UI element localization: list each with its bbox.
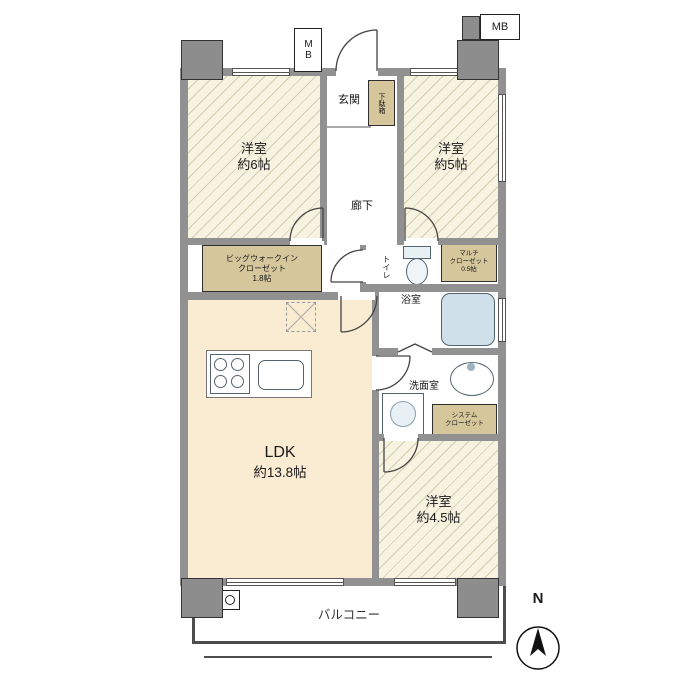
washer-drum-icon bbox=[390, 401, 416, 427]
wic-label-line1: ビッグウォークイン bbox=[226, 253, 298, 263]
door-opening bbox=[336, 68, 378, 76]
multi-closet-line1: マルチ bbox=[459, 249, 479, 257]
door-opening bbox=[338, 292, 375, 300]
compass-north-label: N bbox=[528, 590, 548, 608]
system-closet: システム クローゼット bbox=[432, 404, 497, 436]
room-bedroom-4-5-floor bbox=[379, 441, 498, 578]
wall-segment bbox=[379, 434, 498, 441]
wall-segment bbox=[379, 348, 498, 355]
balcony-wall bbox=[192, 641, 506, 644]
kitchen-sink-icon bbox=[258, 360, 304, 390]
balcony-edge-line bbox=[204, 656, 492, 658]
ldk-name: LDK bbox=[264, 443, 296, 461]
room-label-ldk: LDK 約13.8帖 bbox=[188, 420, 372, 504]
pillar bbox=[462, 16, 480, 40]
stove-burner-icon bbox=[214, 375, 227, 388]
refrigerator-space bbox=[286, 302, 316, 332]
window bbox=[232, 68, 290, 76]
shoe-box: 下駄箱 bbox=[368, 80, 395, 126]
balcony-name: バルコニー bbox=[317, 607, 381, 622]
door-opening bbox=[290, 238, 324, 245]
room-label-hallway: 廊下 bbox=[327, 199, 397, 215]
circle-symbol-icon bbox=[225, 595, 235, 605]
stove-burner-icon bbox=[231, 358, 244, 371]
north-letter: N bbox=[532, 590, 544, 607]
bedroom-4-5-size: 約4.5帖 bbox=[416, 509, 461, 525]
room-label-entrance: 玄関 bbox=[326, 93, 372, 109]
door-opening bbox=[384, 434, 418, 441]
room-label-toilet: トイレ bbox=[379, 245, 393, 289]
window bbox=[226, 578, 344, 586]
room-ldk-floor bbox=[188, 300, 372, 578]
bedroom-5-size: 約5帖 bbox=[434, 157, 468, 172]
room-bedroom-6-floor bbox=[188, 76, 320, 238]
system-closet-line2: クローゼット bbox=[445, 420, 484, 427]
ldk-size: 約13.8帖 bbox=[253, 465, 307, 480]
wall-segment bbox=[372, 292, 379, 578]
pillar bbox=[181, 578, 223, 618]
bedroom-5-name: 洋室 bbox=[437, 141, 464, 157]
room-label-balcony: バルコニー bbox=[192, 606, 506, 624]
entrance-door-arc bbox=[335, 29, 378, 72]
compass-icon bbox=[516, 626, 560, 670]
wall-segment bbox=[188, 292, 379, 300]
stove-burner-icon bbox=[214, 358, 227, 371]
wall-segment bbox=[188, 238, 327, 245]
big-walk-in-closet: ビッグウォークイン クローゼット 1.8帖 bbox=[202, 245, 322, 292]
wic-size: 1.8帖 bbox=[252, 273, 272, 283]
multi-closet-line2: クローゼット bbox=[449, 257, 489, 265]
bedroom-6-size: 約6帖 bbox=[237, 157, 271, 172]
window bbox=[498, 298, 506, 342]
wall-segment bbox=[180, 68, 188, 586]
multi-closet-size: 0.5帖 bbox=[461, 266, 477, 274]
stove-burner-icon bbox=[231, 375, 244, 388]
entrance-name: 玄関 bbox=[338, 94, 360, 107]
window bbox=[498, 94, 506, 182]
wall-segment bbox=[397, 76, 404, 245]
door-opening bbox=[404, 238, 438, 245]
bathroom-name: 浴室 bbox=[401, 294, 421, 306]
meter-box-top-label: MB bbox=[303, 39, 314, 61]
room-label-bedroom-4-5: 洋室 約4.5帖 bbox=[379, 441, 498, 578]
door-opening bbox=[360, 250, 366, 282]
wall-segment bbox=[360, 284, 498, 292]
bathtub-icon bbox=[441, 293, 495, 346]
pillar bbox=[457, 578, 499, 618]
washbasin-faucet-icon bbox=[467, 363, 475, 371]
meter-box-corner: MB bbox=[480, 14, 520, 40]
bedroom-6-name: 洋室 bbox=[240, 141, 267, 157]
hallway-name: 廊下 bbox=[351, 200, 373, 213]
wic-label-line2: クローゼット bbox=[238, 263, 286, 273]
balcony-wall bbox=[503, 586, 506, 644]
room-label-bathroom: 浴室 bbox=[383, 294, 439, 307]
toilet-bowl-icon bbox=[406, 258, 428, 285]
bedroom-4-5-name: 洋室 bbox=[425, 493, 452, 509]
window bbox=[410, 68, 462, 76]
toilet-name: トイレ bbox=[382, 255, 391, 279]
window bbox=[394, 578, 456, 586]
door-opening bbox=[398, 348, 432, 355]
meter-box-top: MB bbox=[294, 28, 322, 72]
system-closet-line1: システム bbox=[451, 411, 478, 419]
entrance-step-line bbox=[327, 126, 371, 128]
washroom-name: 洗面室 bbox=[409, 381, 439, 392]
shoe-box-label: 下駄箱 bbox=[378, 92, 385, 114]
wall-segment bbox=[397, 238, 498, 245]
room-label-bedroom-6: 洋室 約6帖 bbox=[188, 76, 320, 238]
multi-closet: マルチ クローゼット 0.5帖 bbox=[441, 242, 497, 282]
room-label-washroom: 洗面室 bbox=[386, 380, 462, 394]
pillar bbox=[181, 40, 223, 80]
door-opening bbox=[372, 356, 379, 390]
pillar bbox=[457, 40, 499, 80]
wall-segment bbox=[320, 76, 327, 245]
meter-box-corner-label: MB bbox=[491, 21, 509, 33]
room-label-bedroom-5: 洋室 約5帖 bbox=[404, 76, 498, 238]
toilet-door-arc bbox=[330, 249, 364, 283]
